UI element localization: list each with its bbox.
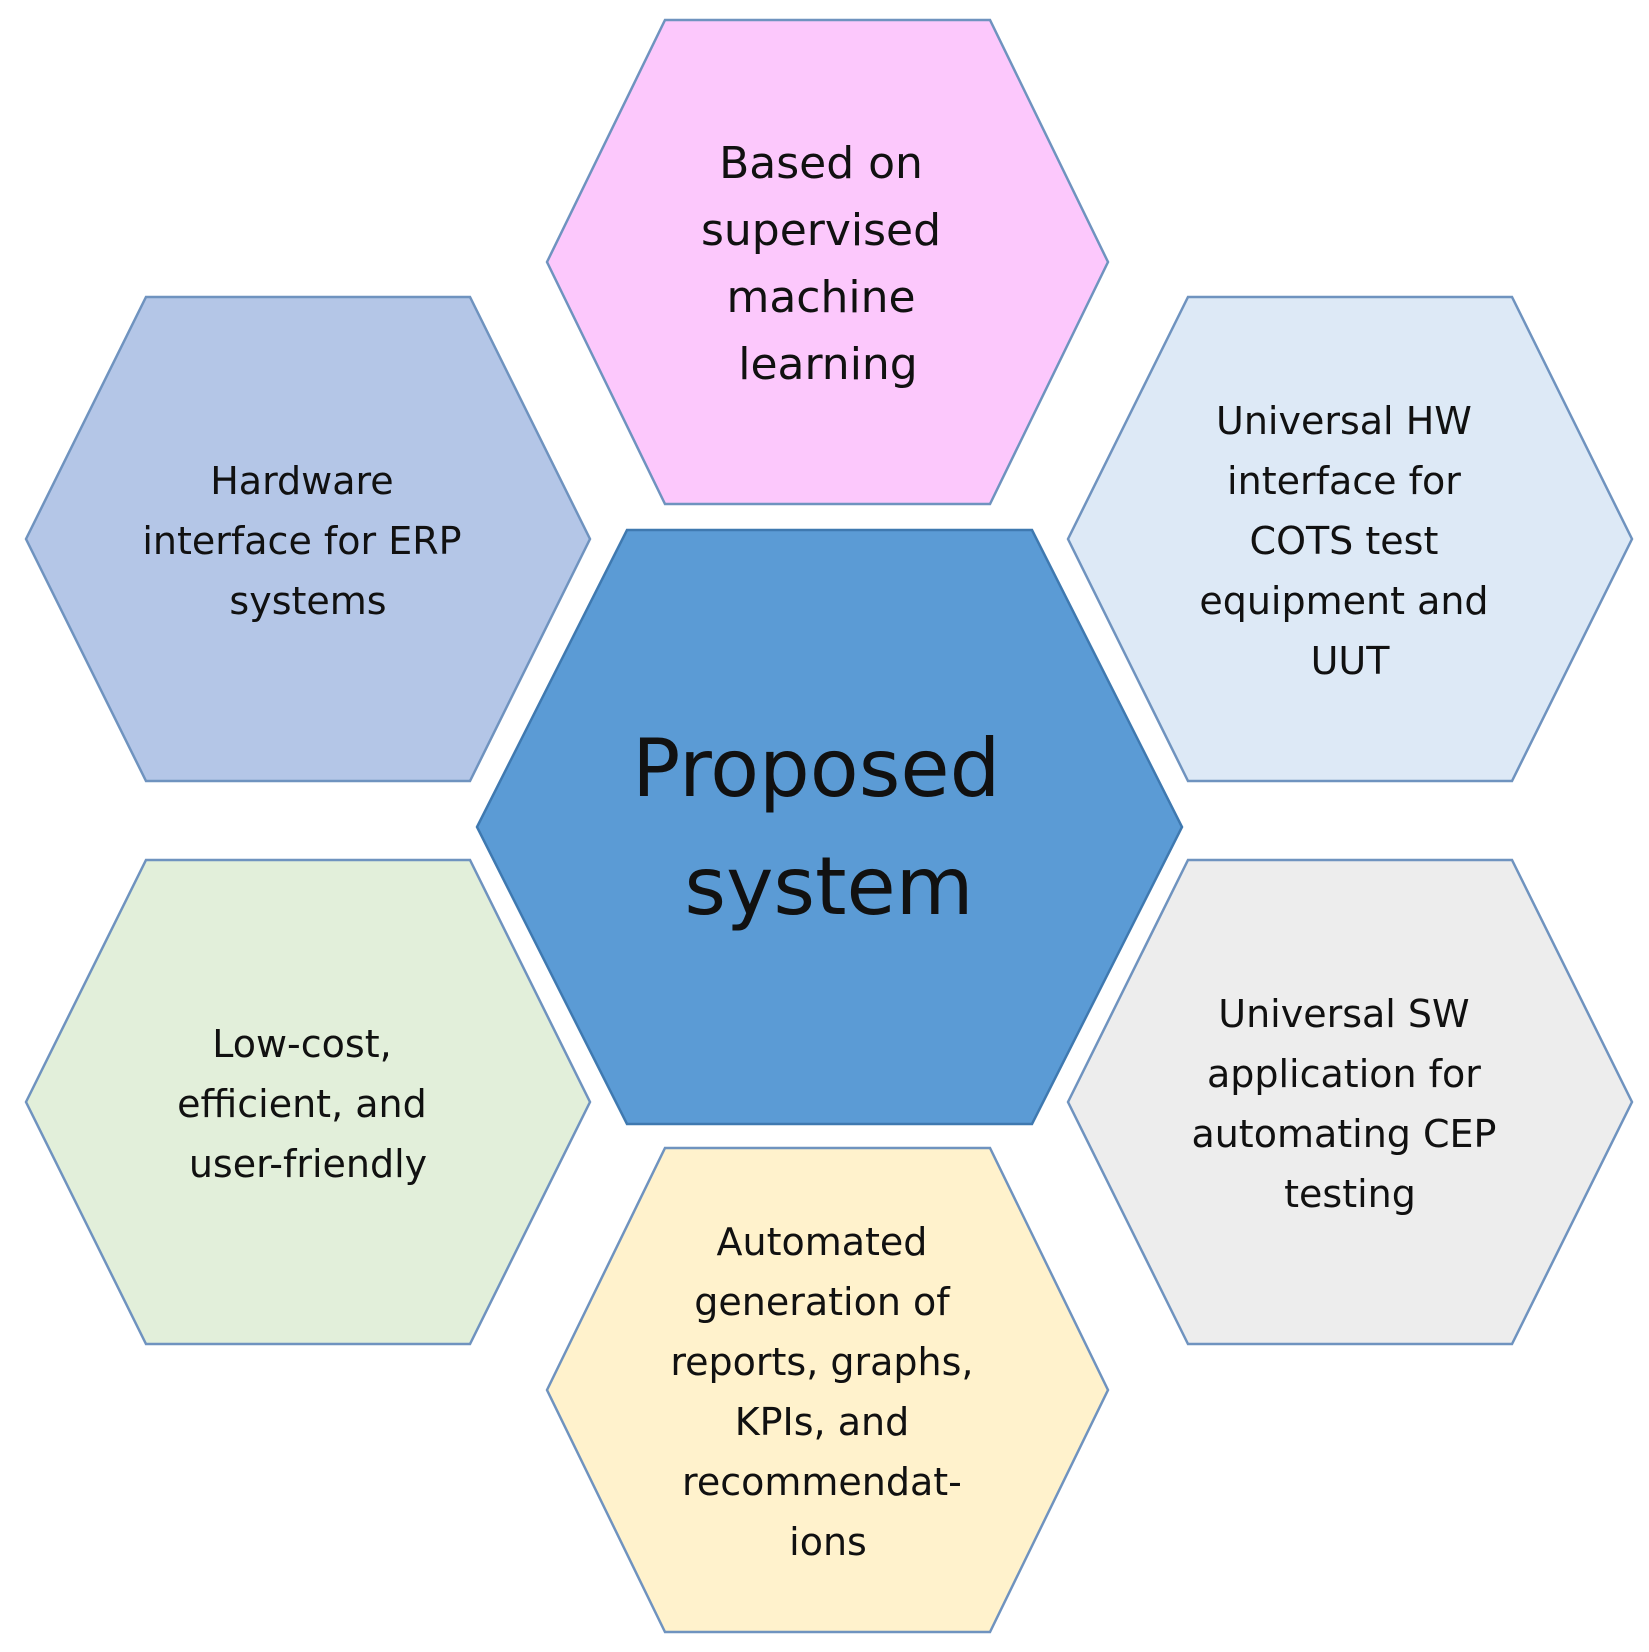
hexagon-top-label: Based on supervised machine learning bbox=[701, 138, 955, 390]
lower-left-label-line-1: Low-cost, bbox=[212, 1022, 391, 1066]
lower-left-label-line-3: user-friendly bbox=[189, 1142, 427, 1186]
hexagon-bottom-label: Automated generation of reports, graphs,… bbox=[670, 1220, 985, 1564]
hexagon-top-shape bbox=[545, 18, 1110, 506]
center-hexagon-shape bbox=[475, 528, 1184, 1126]
upper-left-label-line-3: systems bbox=[229, 579, 386, 623]
upper-left-label-line-1: Hardware bbox=[210, 459, 393, 503]
top-label-line-1: Based on bbox=[719, 138, 923, 189]
hexagon-top: Based on supervised machine learning bbox=[545, 18, 1110, 506]
hexagon-lower-left-label: Low-cost, efficient, and user-friendly bbox=[177, 1022, 439, 1186]
center-label-line-1: Proposed bbox=[632, 722, 1000, 815]
hexagon-lower-left: Low-cost, efficient, and user-friendly bbox=[24, 858, 592, 1346]
upper-right-label-line-5: UUT bbox=[1311, 639, 1391, 683]
lower-left-label-line-2: efficient, and bbox=[177, 1082, 427, 1126]
hexagon-bottom-shape bbox=[545, 1146, 1110, 1634]
upper-right-label-line-1: Universal HW bbox=[1216, 399, 1472, 443]
hexagon-upper-left: Hardware interface for ERP systems bbox=[24, 295, 592, 783]
lower-right-label-line-3: automating CEP bbox=[1191, 1112, 1496, 1156]
lower-right-label-line-1: Universal SW bbox=[1218, 992, 1469, 1036]
lower-right-label-line-4: testing bbox=[1284, 1172, 1416, 1216]
hexagon-bottom: Automated generation of reports, graphs,… bbox=[545, 1146, 1110, 1634]
top-label-line-3: machine bbox=[726, 272, 915, 323]
center-label-line-2: system bbox=[684, 840, 973, 933]
top-label-line-4: learning bbox=[738, 339, 918, 390]
hexagon-lower-right-shape bbox=[1066, 858, 1634, 1346]
upper-right-label-line-2: interface for bbox=[1227, 459, 1461, 503]
hexagon-lower-right-label: Universal SW application for automating … bbox=[1191, 992, 1508, 1216]
hexagon-lower-right: Universal SW application for automating … bbox=[1066, 858, 1634, 1346]
hexagon-upper-right-label: Universal HW interface for COTS test equ… bbox=[1199, 399, 1500, 683]
hexagon-upper-left-shape bbox=[24, 295, 592, 783]
bottom-label-line-4: KPIs, and bbox=[735, 1400, 910, 1444]
bottom-label-line-6: ions bbox=[789, 1520, 867, 1564]
hexagon-upper-left-label: Hardware interface for ERP systems bbox=[142, 459, 473, 623]
upper-right-label-line-4: equipment and bbox=[1199, 579, 1488, 623]
bottom-label-line-5: recommendat- bbox=[682, 1460, 962, 1504]
upper-left-label-line-2: interface for ERP bbox=[142, 519, 461, 563]
bottom-label-line-3: reports, graphs, bbox=[670, 1340, 973, 1384]
upper-right-label-line-3: COTS test bbox=[1250, 519, 1439, 563]
center-hexagon-label: Proposed system bbox=[632, 722, 1026, 933]
hexagon-upper-right: Universal HW interface for COTS test equ… bbox=[1066, 295, 1634, 783]
hexagon-lower-left-shape bbox=[24, 858, 592, 1346]
center-hexagon: Proposed system bbox=[475, 528, 1184, 1126]
top-label-line-2: supervised bbox=[701, 205, 941, 256]
bottom-label-line-1: Automated bbox=[716, 1220, 927, 1264]
hexagon-upper-right-shape bbox=[1066, 295, 1634, 783]
bottom-label-line-2: generation of bbox=[694, 1280, 951, 1324]
lower-right-label-line-2: application for bbox=[1207, 1052, 1481, 1096]
